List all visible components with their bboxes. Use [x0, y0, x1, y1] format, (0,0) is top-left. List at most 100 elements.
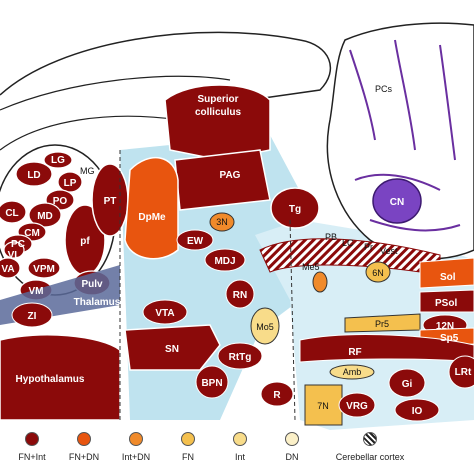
label-mo5: Mo5: [256, 322, 274, 332]
label-sol: Sol: [440, 272, 456, 283]
label-me5: Me5: [302, 262, 320, 272]
legend-item-fn-dn: FN+DN: [52, 432, 116, 462]
nucleus-vl: [3, 241, 25, 259]
legend: FN+Int FN+DN Int+DN FN Int DN Cerebellar…: [0, 432, 474, 474]
nucleus-rttg: [217, 342, 263, 370]
purkinje-layer: [349, 39, 461, 232]
label-6n: 6N: [372, 268, 384, 278]
label-rttg: RtTg: [229, 352, 252, 363]
nucleus-ld: [15, 161, 53, 187]
legend-item-int: Int: [208, 432, 272, 462]
label-dpme: DpMe: [138, 212, 166, 223]
label-tg: Tg: [289, 204, 301, 215]
nucleus-sol: [419, 257, 474, 289]
label-amb: Amb: [343, 367, 362, 377]
nucleus-mdj: [204, 248, 246, 272]
label-pag: PAG: [220, 170, 241, 181]
cerebellum-outline: [326, 22, 474, 260]
dpme-region: [124, 156, 179, 260]
nucleus-lp: [57, 171, 83, 193]
legend-swatch: [129, 432, 143, 446]
legend-label: FN+Int: [18, 452, 46, 462]
cortex-lower-outline: [0, 115, 181, 151]
label-sp5: Sp5: [440, 333, 459, 344]
nucleus-6n: [365, 261, 391, 283]
label-psol: PSol: [435, 298, 457, 309]
label-vm: VM: [29, 286, 44, 297]
label-mg: MG: [80, 166, 95, 176]
label-cl: CL: [5, 208, 18, 219]
legend-swatch: [233, 432, 247, 446]
label-mdj: MDJ: [214, 256, 235, 267]
nucleus-md: [28, 202, 62, 228]
legend-label: Int: [234, 452, 245, 462]
nucleus-lrt: [448, 355, 474, 389]
nucleus-cl: [0, 200, 27, 224]
label-va: VA: [1, 264, 14, 275]
legend-item-fn-int: FN+Int: [0, 432, 64, 462]
label-ew: EW: [187, 236, 204, 247]
label-vl: VL: [8, 250, 21, 261]
label-sn: SN: [165, 344, 179, 355]
nucleus-vrg: [338, 392, 376, 418]
label-12n: 12N: [436, 321, 454, 332]
label-superior-colliculus-1: Superior: [197, 94, 238, 105]
label-bpn: BPN: [201, 378, 222, 389]
nucleus-va: [0, 257, 21, 279]
label-io: IO: [412, 406, 423, 417]
label-rn: RN: [233, 290, 247, 301]
label-hypothalamus: Hypothalamus: [16, 374, 85, 385]
legend-label: FN+DN: [68, 452, 100, 462]
legend-label: DN: [285, 452, 299, 462]
label-thalamus: Thalamus: [74, 297, 121, 308]
nucleus-psol: [419, 289, 474, 313]
nucleus-me5: [312, 271, 328, 293]
nucleus-rf: [299, 334, 474, 363]
superior-colliculus: [164, 84, 271, 161]
label-7n: 7N: [317, 401, 329, 411]
label-r: R: [273, 390, 281, 401]
cortex-outline: [0, 31, 331, 101]
cortex-inner-outline: [0, 75, 231, 111]
pons-boundary-dashed: [289, 219, 296, 421]
legend-label: Int+DN: [121, 452, 151, 462]
nucleus-ew: [176, 229, 214, 251]
legend-label: FN: [182, 452, 194, 462]
legend-swatch: [77, 432, 91, 446]
legend-item-cerebellar-cortex: Cerebellar cortex: [320, 432, 420, 462]
label-pf: pf: [80, 236, 90, 247]
label-vta: VTA: [155, 308, 174, 319]
nucleus-gi: [388, 368, 426, 398]
label-pr5: Pr5: [375, 319, 389, 329]
label-cm: CM: [24, 228, 40, 239]
label-po: PO: [53, 196, 68, 207]
legend-item-fn: FN: [156, 432, 220, 462]
nucleus-bpn: [195, 365, 229, 399]
legend-swatch: [285, 432, 299, 446]
legend-swatch: [25, 432, 39, 446]
nucleus-lg: [43, 151, 73, 169]
legend-swatch: [181, 432, 195, 446]
label-pcs: PCs: [375, 84, 393, 94]
nucleus-vpm: [27, 257, 61, 279]
nucleus-vta: [142, 299, 188, 325]
label-pulv: Pulv: [81, 279, 103, 290]
label-zi: ZI: [28, 311, 37, 322]
label-superior-colliculus-2: colliculus: [195, 107, 242, 118]
label-vpm: VPM: [33, 264, 55, 275]
label-ld: LD: [27, 170, 40, 181]
label-vrg: VRG: [346, 401, 368, 412]
label-rf: RF: [348, 347, 361, 358]
label-pr: Pr: [364, 242, 373, 252]
label-lp: LP: [64, 178, 77, 189]
nucleus-3n: [209, 212, 235, 232]
label-lrt: LRt: [455, 367, 472, 378]
nucleus-io: [394, 398, 440, 422]
diagram-canvas: Superior colliculus LG MG LD LP PO CL MD…: [0, 22, 474, 430]
legend-item-dn: DN: [260, 432, 324, 462]
nucleus-7n: [304, 384, 343, 426]
nucleus-mo5: [250, 307, 280, 345]
nucleus-amb: [329, 364, 375, 380]
label-lg: LG: [51, 155, 65, 166]
